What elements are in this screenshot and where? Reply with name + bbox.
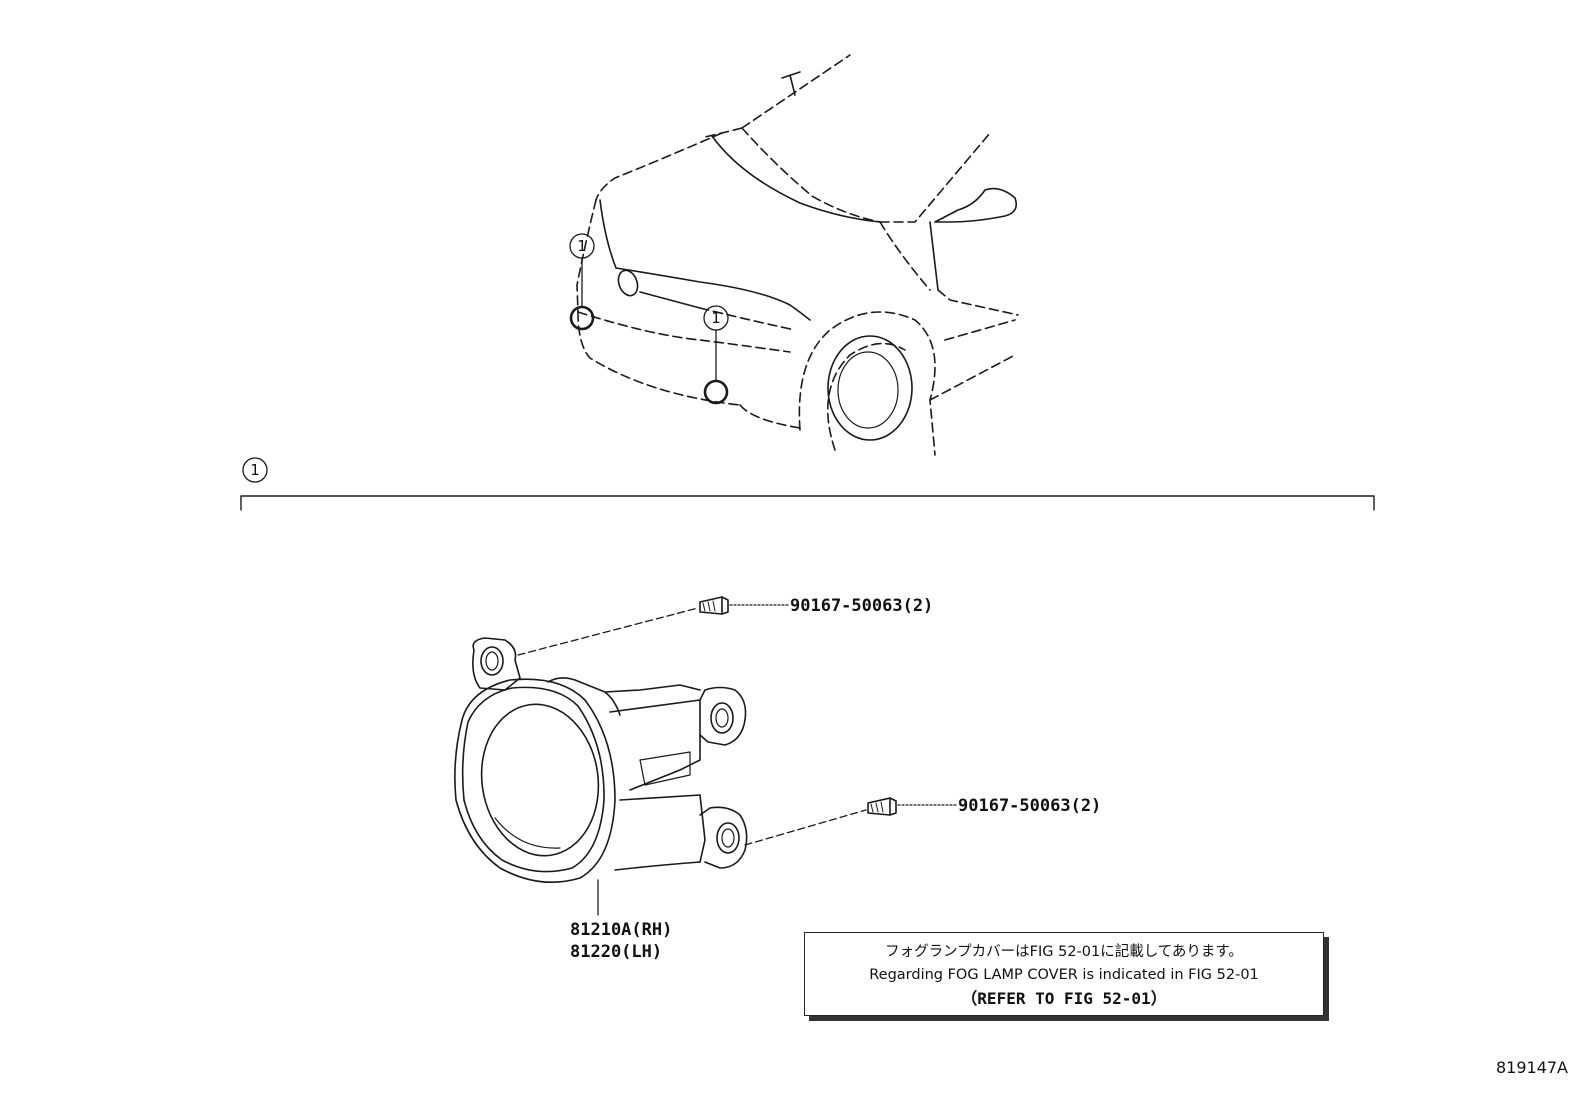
callout-ref-lower: 1 xyxy=(711,309,721,327)
note-line-english: Regarding FOG LAMP COVER is indicated in… xyxy=(869,967,1259,983)
vehicle-front-details xyxy=(599,71,1018,441)
reference-note-box: フォグランプカバーはFIG 52-01に記載してあります。 Regarding … xyxy=(804,932,1324,1016)
vehicle-front-outline xyxy=(576,54,1019,456)
bolt-lower xyxy=(867,797,957,816)
bolt-leaders xyxy=(517,607,867,846)
bolt-lower-part-number: 90167-50063(2) xyxy=(958,796,1101,816)
figure-id: 819147A xyxy=(1495,1058,1568,1077)
callout-leaders xyxy=(242,233,729,483)
note-line-refer: （REFER TO FIG 52-01） xyxy=(961,989,1167,1008)
fog-lamp-part-rh: 81210A(RH) xyxy=(570,920,672,940)
note-line-japanese: フォグランプカバーはFIG 52-01に記載してあります。 xyxy=(885,944,1243,960)
bolt-upper-part-number: 90167-50063(2) xyxy=(790,596,933,616)
callout-ref-group: 1 xyxy=(250,461,260,479)
fog-lamp-assembly xyxy=(454,637,748,883)
fog-lamp-location-markers xyxy=(569,305,729,405)
group-bracket xyxy=(240,495,1375,511)
bolt-upper xyxy=(699,596,789,615)
fog-lamp-part-lh: 81220(LH) xyxy=(570,942,662,962)
callout-ref-upper: 1 xyxy=(577,237,587,255)
